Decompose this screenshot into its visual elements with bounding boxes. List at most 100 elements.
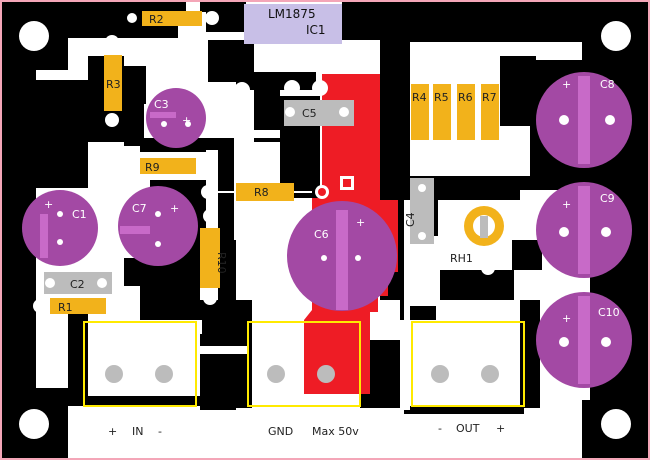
r7-pad-top [483,65,497,79]
c6-label: C6 [314,228,329,241]
c9-stripe [578,186,590,274]
r4-label: R4 [412,91,427,104]
c2-pad-left [45,278,55,288]
r4-pad-top [413,65,427,79]
r10-label: R10 [215,252,228,274]
c3-label: C3 [154,98,169,111]
c5-pad-left [285,107,295,117]
ic-pad-1 [234,82,250,98]
c2-pad-right [97,278,107,288]
gnd-label: GND [268,425,293,438]
connector-out-hole-1 [431,365,449,383]
connector-power [247,321,361,407]
mounting-holes [19,21,631,439]
c6-plus: + [356,216,365,229]
ic1-ref-label: IC1 [306,23,326,37]
r5-body [433,84,451,140]
mounting-hole-bottom-left [19,409,49,439]
r5-pad-bottom [435,149,449,163]
rh1-pad [481,261,495,275]
c1-stripe [40,214,48,258]
connector-out [411,321,525,407]
c3-plus: + [182,114,191,127]
c1-pad-neg [57,239,63,245]
in-plus-label: + [108,425,117,438]
c9-plus: + [562,198,571,211]
c8-pad-neg [605,115,615,125]
c1-body [22,190,98,266]
connector-in-pad-1 [94,330,132,394]
r9-body [140,158,196,174]
c7-pad-neg [155,241,161,247]
r4-pad-bottom [413,149,427,163]
r2-label: R2 [149,13,164,26]
c3-stripe [150,112,176,118]
c7-body [118,186,198,266]
c8-plus: + [562,78,571,91]
c4-label: C4 [404,212,417,227]
connector-in [83,321,197,407]
r8-lead-left [218,191,236,193]
ic1-body [244,4,342,44]
r2-pad-left [127,13,137,23]
r9-pad-left [121,159,135,173]
r8-pad-right-hole [318,188,326,196]
r1-label: R1 [58,301,73,314]
c6-stripe [336,210,348,310]
connector-in-hole-2 [155,365,173,383]
c10-pad-pos [559,337,569,347]
out-minus-label: - [438,422,442,435]
c9-pad-neg [601,227,611,237]
c8-stripe [578,76,590,164]
mounting-hole-top-left [19,21,49,51]
c8-label: C8 [600,78,615,91]
ic-pad-2 [284,80,300,96]
connector-out-hole-2 [481,365,499,383]
r8-pad-left [201,185,215,199]
r10-pad-bottom [203,291,217,305]
c10-stripe [578,296,590,384]
c5-label: C5 [302,107,317,120]
r6-pad-bottom [459,149,473,163]
r7-pad-bottom [483,149,497,163]
r6-body [457,84,475,140]
connector-power-hole-1 [267,365,285,383]
r3-body [104,55,122,111]
connector-in-hole-1 [105,365,123,383]
rail-pad-hole [343,179,351,187]
r7-label: R7 [482,91,497,104]
c7-stripe [120,226,150,234]
mounting-hole-top-right [601,21,631,51]
c4-pad-bottom [418,232,426,240]
c6-pad-neg [321,255,327,261]
c10-label: C10 [598,306,620,319]
c2-label: C2 [70,278,85,291]
r4-body [411,84,429,140]
c1-pad-pos [57,211,63,217]
r6-label: R6 [458,91,473,104]
r5-label: R5 [434,91,449,104]
in-label: IN [132,425,143,438]
r5-pad-top [435,65,449,79]
r10-pad-top [203,209,217,223]
resistor-bank: R4 R5 R6 R7 [411,65,499,163]
c3-pad-neg [161,121,167,127]
r9-pad-right [201,159,215,173]
ic-pad-3 [312,80,328,96]
r2-body [142,11,202,26]
out-label: OUT [456,422,480,435]
r1-pad-right [111,299,125,313]
out-plus-label: + [496,422,505,435]
r9-label: R9 [145,161,160,174]
r10-body [200,228,220,288]
r7-body [481,84,499,140]
c7-plus: + [170,202,179,215]
r3-pad-top [105,35,119,49]
max-voltage-label: Max 50v [312,425,359,438]
connector-power-hole-2 [317,365,335,383]
r2-pad-right [205,11,219,25]
rh1-wiper [480,216,488,238]
c7-label: C7 [132,202,147,215]
